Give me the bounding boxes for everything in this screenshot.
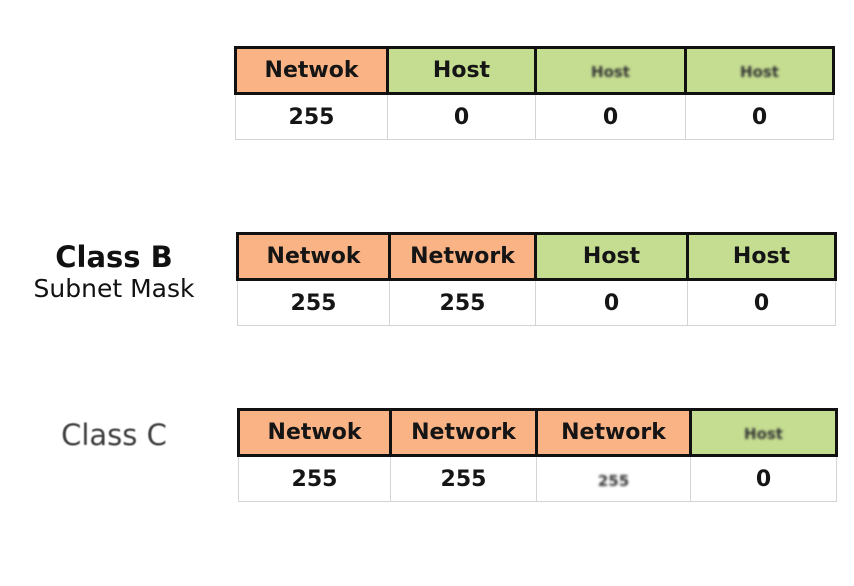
class-c-octet-4-label: Host	[689, 408, 838, 457]
class-c-octet-4-label-text: Host	[744, 425, 783, 443]
class-c-octet-1-label: Netwok	[237, 408, 392, 457]
class-b-octet-2-value: 255	[389, 279, 536, 326]
class-c-octet-3-value-text: 255	[597, 471, 630, 490]
class-c-octet-1-value: 255	[238, 455, 391, 502]
class-a-octet-1-value: 255	[235, 93, 388, 140]
class-c-section: Class C Netwok Network Network Host 255 …	[0, 360, 854, 586]
class-b-header-row: Netwok Network Host Host	[236, 232, 837, 281]
class-a-octet-4-value: 0	[685, 93, 834, 140]
class-a-octet-3-value: 0	[535, 93, 686, 140]
class-a-mask-table: Netwok Host Host Host 255 0 0 0	[234, 46, 835, 140]
class-a-octet-4-label: Host	[684, 46, 835, 95]
class-b-octet-1-value: 255	[237, 279, 390, 326]
class-a-octet-2-value: 0	[387, 93, 536, 140]
class-c-octet-2-value: 255	[390, 455, 537, 502]
class-a-octet-3-label-text: Host	[591, 63, 630, 81]
class-b-title: Class B	[55, 240, 173, 274]
class-b-octet-2-label: Network	[388, 232, 537, 281]
class-a-octet-3-label: Host	[534, 46, 687, 95]
class-c-octet-3-value: 255	[536, 455, 691, 502]
class-c-mask-table: Netwok Network Network Host 255 255 255 …	[237, 408, 838, 502]
class-b-octet-3-value: 0	[535, 279, 688, 326]
class-c-octet-2-label: Network	[389, 408, 538, 457]
class-c-label: Class C	[0, 418, 228, 452]
class-b-value-row: 255 255 0 0	[237, 279, 836, 326]
class-c-value-row: 255 255 255 0	[238, 455, 837, 502]
class-b-octet-4-label: Host	[686, 232, 837, 281]
class-b-label: Class B Subnet Mask	[0, 240, 228, 304]
class-a-octet-1-label: Netwok	[234, 46, 389, 95]
class-b-subtitle: Subnet Mask	[33, 274, 195, 303]
class-b-section: Class B Subnet Mask Netwok Network Host …	[0, 180, 854, 360]
class-a-octet-4-label-text: Host	[740, 63, 779, 81]
class-c-header-row: Netwok Network Network Host	[237, 408, 838, 457]
class-c-title: Class C	[61, 418, 167, 452]
class-b-octet-1-label: Netwok	[236, 232, 391, 281]
class-c-octet-4-value: 0	[690, 455, 837, 502]
class-c-octet-3-label: Network	[535, 408, 692, 457]
class-a-octet-2-label: Host	[386, 46, 537, 95]
class-a-section: Netwok Host Host Host 255 0 0 0	[0, 0, 854, 180]
class-a-value-row: 255 0 0 0	[235, 93, 834, 140]
class-b-mask-table: Netwok Network Host Host 255 255 0 0	[236, 232, 837, 326]
class-b-octet-3-label: Host	[534, 232, 689, 281]
class-b-octet-4-value: 0	[687, 279, 836, 326]
class-a-header-row: Netwok Host Host Host	[234, 46, 835, 95]
